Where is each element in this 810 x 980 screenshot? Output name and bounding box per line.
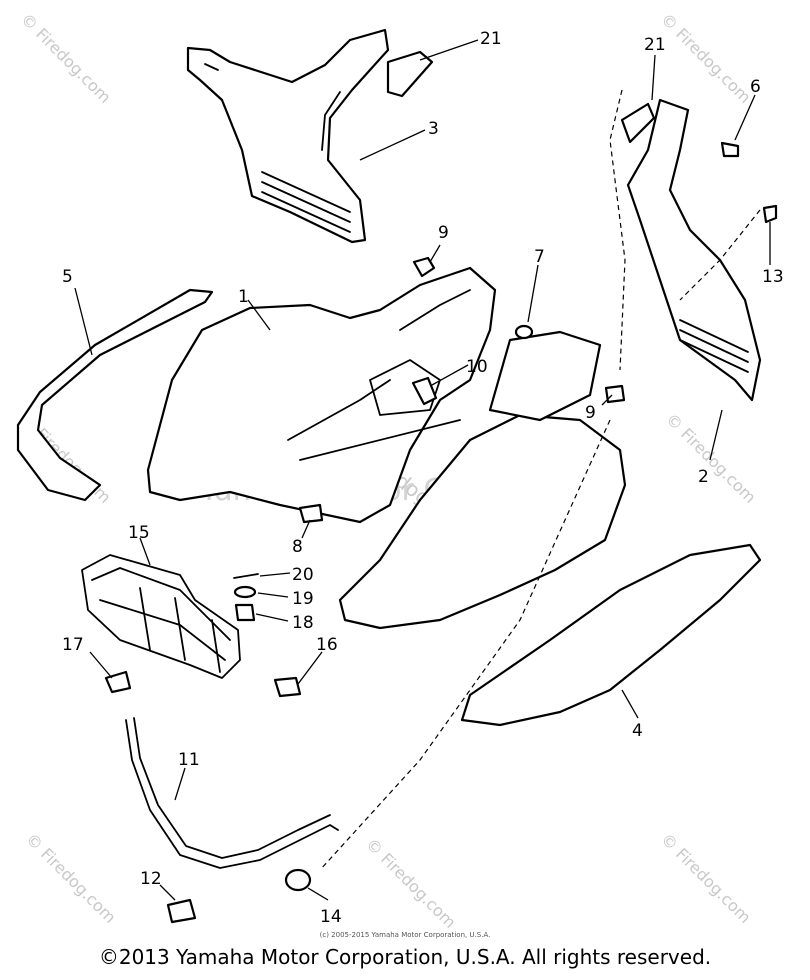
callout-16: 16 xyxy=(316,635,338,655)
watermark-top-right: © Firedog.com xyxy=(657,9,755,107)
bolt-6 xyxy=(720,141,740,158)
part-15-rear-rack xyxy=(81,554,241,679)
callout-17: 17 xyxy=(62,635,84,655)
part-4-fender-flap xyxy=(460,543,762,727)
fasteners xyxy=(104,141,778,924)
bolt-10 xyxy=(411,376,438,406)
small-copyright: (c) 2005-2015 Yamaha Motor Corporation, … xyxy=(319,931,491,939)
callout-9-right: 9 xyxy=(585,403,596,423)
part-3-left-side-cover xyxy=(186,28,390,244)
watermark-top-left: © Firedog.com xyxy=(17,9,115,107)
part-1-rear-fender xyxy=(146,266,497,524)
part-21-pad-right xyxy=(620,102,656,144)
clip-20 xyxy=(233,573,259,579)
nut-18 xyxy=(234,603,256,622)
part-front-fender xyxy=(338,330,627,630)
assembly-lines xyxy=(319,89,761,871)
callout-12: 12 xyxy=(140,869,162,889)
callout-5: 5 xyxy=(62,267,73,287)
callout-8: 8 xyxy=(292,537,303,557)
callout-numbers: 21 3 21 6 9 13 5 1 7 10 9 2 8 15 20 19 1… xyxy=(62,29,784,927)
callout-6: 6 xyxy=(750,77,761,97)
parts-diagram: © Firedog.com © Firedog.com © Firedog.co… xyxy=(16,9,784,930)
callout-13: 13 xyxy=(762,267,784,287)
callout-21-left: 21 xyxy=(480,29,502,49)
callout-21-right: 21 xyxy=(644,35,666,55)
callout-10: 10 xyxy=(466,357,488,377)
washer-19 xyxy=(233,585,257,599)
callout-1: 1 xyxy=(238,287,249,307)
part-11-grab-bar xyxy=(125,719,339,869)
bolt-9-right xyxy=(604,384,626,404)
part-11-grab-bar-inner xyxy=(133,717,331,859)
part-2-right-side-cover xyxy=(626,98,762,402)
part-5-left-flap xyxy=(16,288,214,502)
watermark-bottom-mid: © Firedog.com xyxy=(362,834,460,930)
part-21-pad-left xyxy=(386,50,434,98)
bolt-8 xyxy=(298,503,324,524)
callout-11: 11 xyxy=(178,750,200,770)
watermark-bottom-right: © Firedog.com xyxy=(657,829,755,927)
callout-7: 7 xyxy=(534,247,545,267)
callout-15: 15 xyxy=(128,523,150,543)
grommet-7 xyxy=(514,324,534,340)
copyright-line: ©2013 Yamaha Motor Corporation, U.S.A. A… xyxy=(98,945,712,969)
callout-3: 3 xyxy=(428,119,439,139)
callout-4: 4 xyxy=(632,721,643,741)
leader-lines xyxy=(74,39,771,901)
callout-9-upper: 9 xyxy=(438,223,449,243)
callout-2: 2 xyxy=(698,467,709,487)
cap-14 xyxy=(284,868,312,892)
bolt-13 xyxy=(762,204,778,224)
bolt-16 xyxy=(273,676,302,698)
callout-14: 14 xyxy=(320,907,342,927)
watermark-bottom-left: © Firedog.com xyxy=(22,829,120,927)
callout-20: 20 xyxy=(292,565,314,585)
bolt-9-upper xyxy=(412,256,436,278)
callout-19: 19 xyxy=(292,589,314,609)
callout-18: 18 xyxy=(292,613,314,633)
bolt-12 xyxy=(166,898,197,924)
